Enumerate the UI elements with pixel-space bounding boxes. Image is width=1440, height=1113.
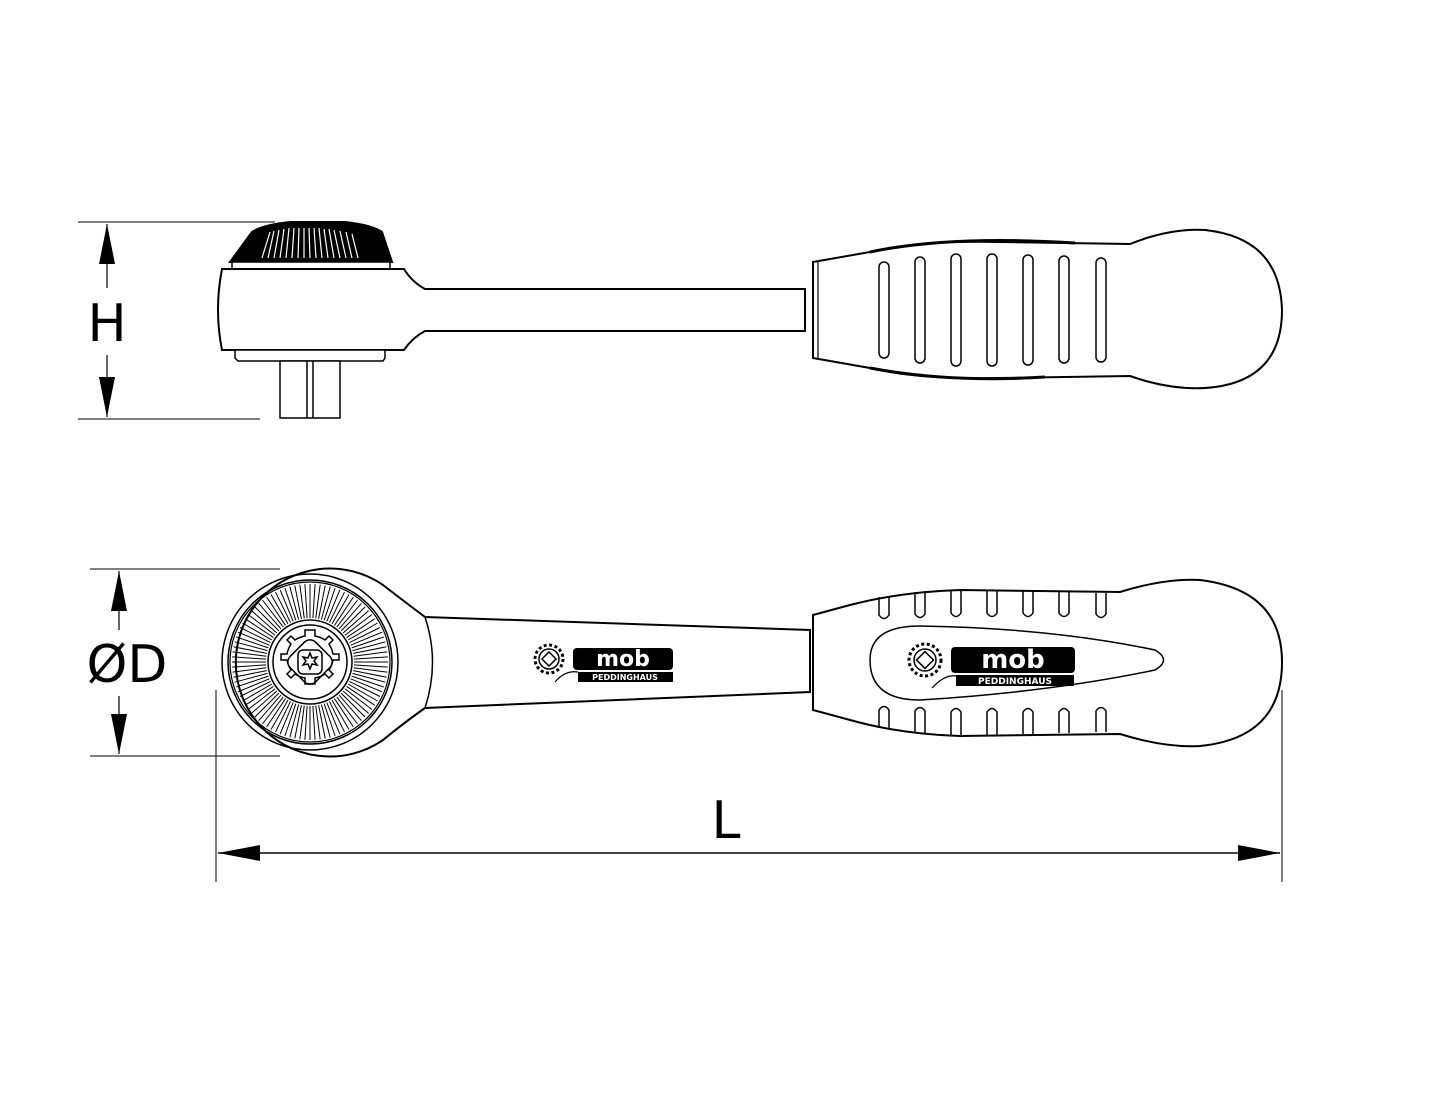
svg-text:mob: mob — [596, 647, 650, 672]
svg-text:PEDDINGHAUS: PEDDINGHAUS — [592, 673, 658, 682]
gear — [272, 624, 348, 700]
height-dimension-label: H — [87, 294, 126, 354]
ratchet-head-side — [217, 268, 806, 351]
length-dimension-label: L — [712, 791, 741, 851]
top-view: mob PEDDINGHAUS — [87, 567, 1284, 882]
svg-text:PEDDINGHAUS: PEDDINGHAUS — [978, 677, 1052, 687]
knurled-ring — [229, 581, 391, 743]
handle-top: mob PEDDINGHAUS — [812, 578, 1284, 748]
square-drive — [279, 360, 341, 419]
grip-ribs — [878, 253, 1107, 367]
side-view: H — [78, 221, 1284, 420]
ratchet-knob — [228, 221, 394, 270]
shaft-logo: mob PEDDINGHAUS — [533, 643, 673, 683]
svg-text:mob: mob — [981, 645, 1045, 675]
handle-inlay — [869, 625, 1165, 701]
handle-logo: mob PEDDINGHAUS — [907, 642, 1075, 689]
diameter-dimension-label: ØD — [87, 635, 168, 695]
handle-side — [812, 228, 1284, 390]
